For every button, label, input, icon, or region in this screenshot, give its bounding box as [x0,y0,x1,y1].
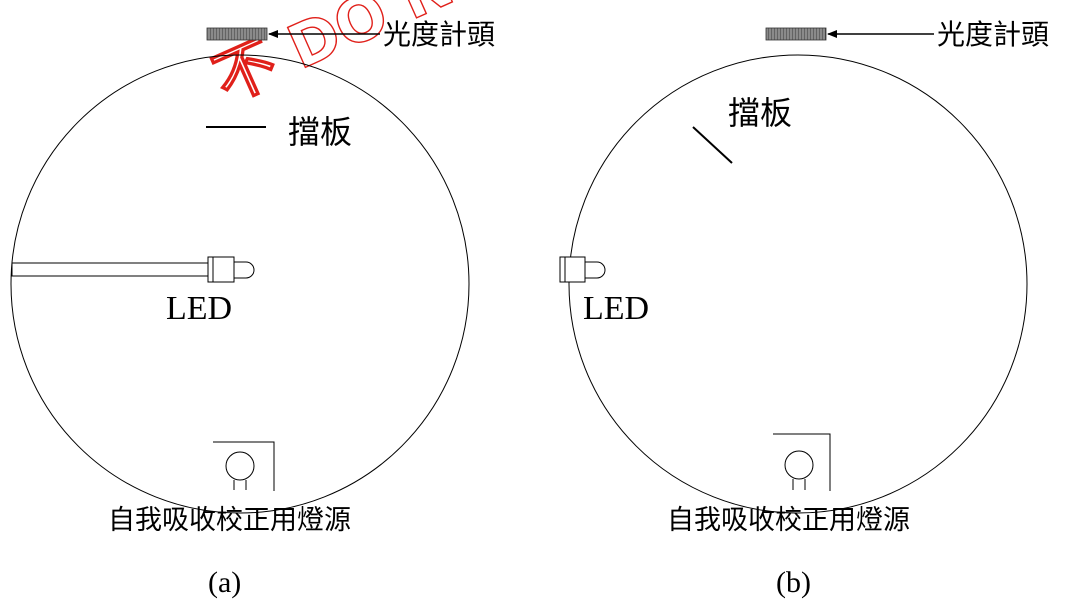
panel-b: 光度計頭 擋板 LED 自我吸收校正用燈源 (b) [559,18,1049,599]
panel-caption: (b) [776,566,811,599]
led-assembly [559,256,606,283]
sphere-outline [568,54,1028,514]
watermark: 不 DO NOT [203,0,548,117]
lamp-bracket [773,433,831,491]
detector-label: 光度計頭 [937,18,1049,51]
correction-lamp [213,441,275,491]
led-label: LED [166,290,232,327]
led-dome [233,261,255,279]
photometer-head [765,27,827,41]
lamp-bulb [784,450,814,480]
lamp-label: 自我吸收校正用燈源 [108,505,351,536]
baffle-label: 擋板 [728,94,792,132]
led-dome [584,261,606,279]
panel-a: 光度計頭 擋板 LED 自我吸收校正用燈源 (a) [10,18,495,599]
led-support-rod [11,262,209,277]
sphere-outline [10,54,470,514]
led-base [559,256,586,283]
baffle [692,126,733,164]
correction-lamp [773,433,831,491]
led-assembly [11,256,255,283]
lamp-bulb [225,451,255,481]
panel-caption: (a) [208,566,241,599]
led-label: LED [583,290,649,327]
lamp-label: 自我吸收校正用燈源 [667,505,910,536]
lamp-bracket [213,441,275,491]
detector-label: 光度計頭 [383,18,495,51]
watermark-text: 不 DO NOT [204,0,547,116]
baffle-label: 擋板 [288,113,352,151]
photometer-head [206,27,268,41]
led-base [207,256,235,283]
